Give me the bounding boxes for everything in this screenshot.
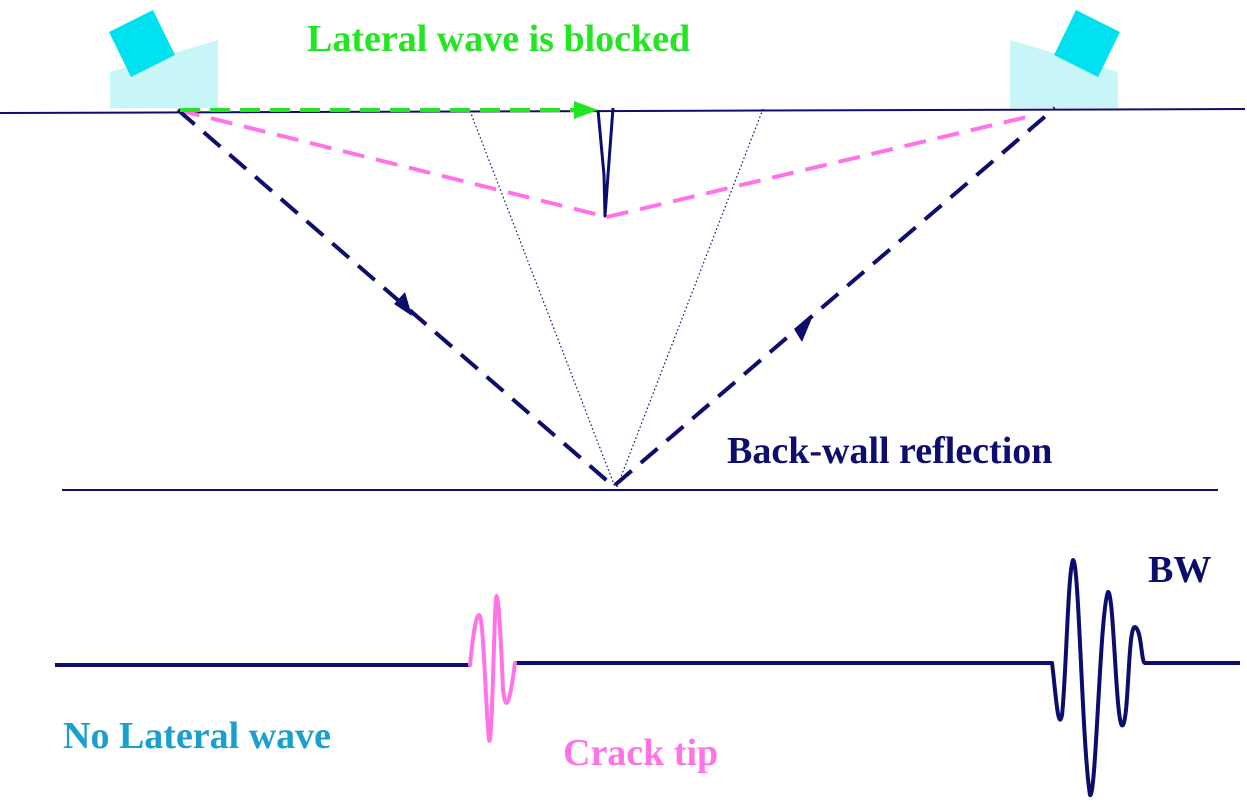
surface-crack bbox=[596, 107, 615, 218]
transmitter-crystal bbox=[109, 10, 175, 77]
beam-spread-left bbox=[469, 110, 616, 488]
backwall-path-up bbox=[613, 106, 1057, 487]
arrow-up-icon bbox=[794, 318, 812, 342]
bw-label: BW bbox=[1148, 549, 1211, 591]
transmitter-wedge bbox=[110, 40, 218, 108]
crack-tip-label: Crack tip bbox=[563, 732, 718, 774]
crack-tip-path bbox=[177, 108, 1036, 220]
transmitter-probe bbox=[109, 10, 218, 108]
receiver-probe bbox=[1010, 10, 1120, 108]
crack-tip-signal bbox=[468, 594, 517, 743]
receiver-wedge bbox=[1010, 40, 1118, 108]
no-lateral-label: No Lateral wave bbox=[63, 715, 331, 757]
top-surface-line bbox=[0, 108, 1246, 114]
arrow-down-icon bbox=[394, 292, 412, 316]
backwall-signal bbox=[1050, 558, 1147, 798]
lateral-arrow-icon bbox=[574, 101, 598, 119]
backwall-label: Back-wall reflection bbox=[727, 430, 1052, 472]
backwall-path-down bbox=[176, 108, 614, 487]
receiver-crystal bbox=[1054, 10, 1120, 77]
lateral-blocked-label: Lateral wave is blocked bbox=[307, 18, 690, 60]
